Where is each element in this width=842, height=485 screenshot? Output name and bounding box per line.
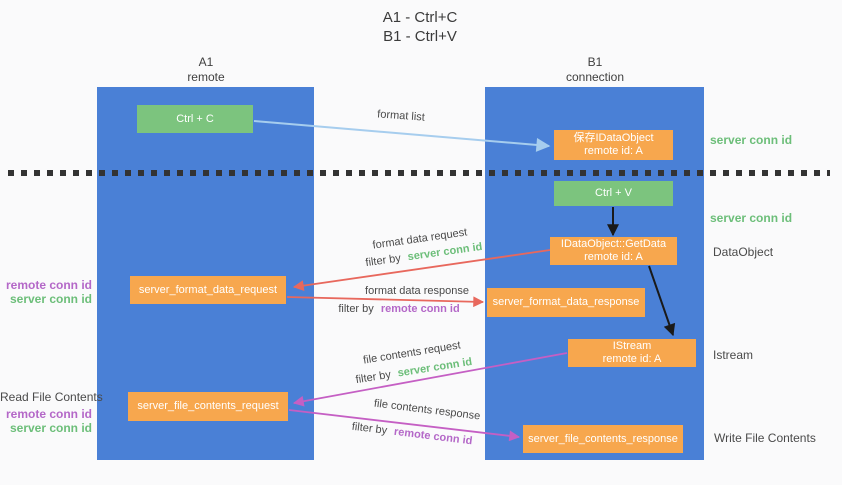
node-save-idataobject: 保存IDataObject remote id: A xyxy=(554,130,673,160)
node-ctrl-c-label: Ctrl + C xyxy=(176,112,214,125)
node-ctrl-v-label: Ctrl + V xyxy=(595,187,632,199)
title-line-b1: B1 - Ctrl+V xyxy=(383,28,457,45)
right-label-server-conn-id-top: server conn id xyxy=(710,133,792,147)
node-server-file-contents-response: server_file_contents_response xyxy=(523,425,683,453)
node-istream-line1: IStream xyxy=(612,340,652,352)
label-filter-remote-conn-id-file: filter by remote conn id xyxy=(342,420,483,450)
node-getdata-line2: remote id: A xyxy=(584,251,643,263)
lane-a1-role: remote xyxy=(187,70,225,84)
node-istream: IStream remote id: A xyxy=(568,339,696,367)
write-file-contents-text: Write File Contents xyxy=(714,431,816,445)
server-conn-id-text: server conn id xyxy=(710,133,793,147)
remote-conn-id-text: remote conn id xyxy=(5,407,92,421)
node-server-file-contents-request: server_file_contents_request xyxy=(128,392,288,421)
node-server-format-data-response: server_format_data_response xyxy=(487,288,645,317)
filter-by-text: filter by xyxy=(338,303,374,315)
remote-conn-id-text: remote conn id xyxy=(380,303,460,315)
right-label-istream: Istream xyxy=(713,348,753,362)
label-filter-remote-conn-id-format: filter by remote conn id xyxy=(329,303,469,316)
filter-by-text: filter by xyxy=(364,252,402,270)
dataobject-text: DataObject xyxy=(713,245,774,259)
lane-header-a1: A1 remote xyxy=(146,55,266,85)
node-file-response-label: server_file_contents_response xyxy=(528,432,678,445)
label-format-list-text: format list xyxy=(376,108,426,124)
left-label-remote-conn-id-top: remote conn id xyxy=(0,278,92,292)
node-save-idataobject-line2: remote id: A xyxy=(584,145,643,157)
left-label-remote-conn-id-bottom: remote conn id xyxy=(0,407,92,421)
filter-by-text: filter by xyxy=(354,368,392,387)
label-file-contents-response-text: file contents response xyxy=(373,397,481,423)
server-conn-id-text: server conn id xyxy=(9,421,92,435)
node-file-request-label: server_file_contents_request xyxy=(137,400,279,412)
remote-conn-id-text: remote conn id xyxy=(5,278,92,292)
label-format-data-response-text: format data response xyxy=(365,285,469,297)
label-format-list: format list xyxy=(331,105,472,128)
node-server-format-data-request: server_format_data_request xyxy=(130,276,286,304)
node-save-idataobject-line1: 保存IDataObject xyxy=(573,132,654,144)
server-conn-id-text: server conn id xyxy=(9,292,92,306)
right-label-write-file-contents: Write File Contents xyxy=(714,431,816,445)
title-line-a1: A1 - Ctrl+C xyxy=(382,9,458,26)
lane-b1-role: connection xyxy=(565,70,625,84)
node-ctrl-v: Ctrl + V xyxy=(554,181,673,206)
lane-a1-name: A1 xyxy=(198,55,214,69)
label-format-data-response: format data response xyxy=(347,285,487,298)
read-file-contents-text: Read File Contents xyxy=(0,390,103,404)
node-format-request-label: server_format_data_request xyxy=(138,283,278,296)
filter-by-text: filter by xyxy=(351,420,388,437)
node-ctrl-c: Ctrl + C xyxy=(137,105,253,133)
node-istream-line2: remote id: A xyxy=(602,353,662,365)
node-idataobject-getdata: IDataObject::GetData remote id: A xyxy=(550,237,677,265)
left-label-read-file-contents: Read File Contents xyxy=(0,390,103,404)
right-label-server-conn-id-mid: server conn id xyxy=(710,211,792,225)
left-label-server-conn-id-bottom: server conn id xyxy=(0,421,92,435)
label-file-contents-response: file contents response xyxy=(357,396,498,426)
server-conn-id-text: server conn id xyxy=(710,211,793,225)
node-format-response-label: server_format_data_response xyxy=(492,296,640,308)
remote-conn-id-text: remote conn id xyxy=(393,425,474,448)
diagram-title: A1 - Ctrl+C B1 - Ctrl+V xyxy=(300,8,540,46)
right-label-dataobject: DataObject xyxy=(713,245,773,259)
lane-header-b1: B1 connection xyxy=(535,55,655,85)
istream-text: Istream xyxy=(713,348,754,362)
left-label-server-conn-id-top: server conn id xyxy=(0,292,92,306)
lane-b1-name: B1 xyxy=(587,55,603,69)
node-getdata-line1: IDataObject::GetData xyxy=(560,238,667,250)
